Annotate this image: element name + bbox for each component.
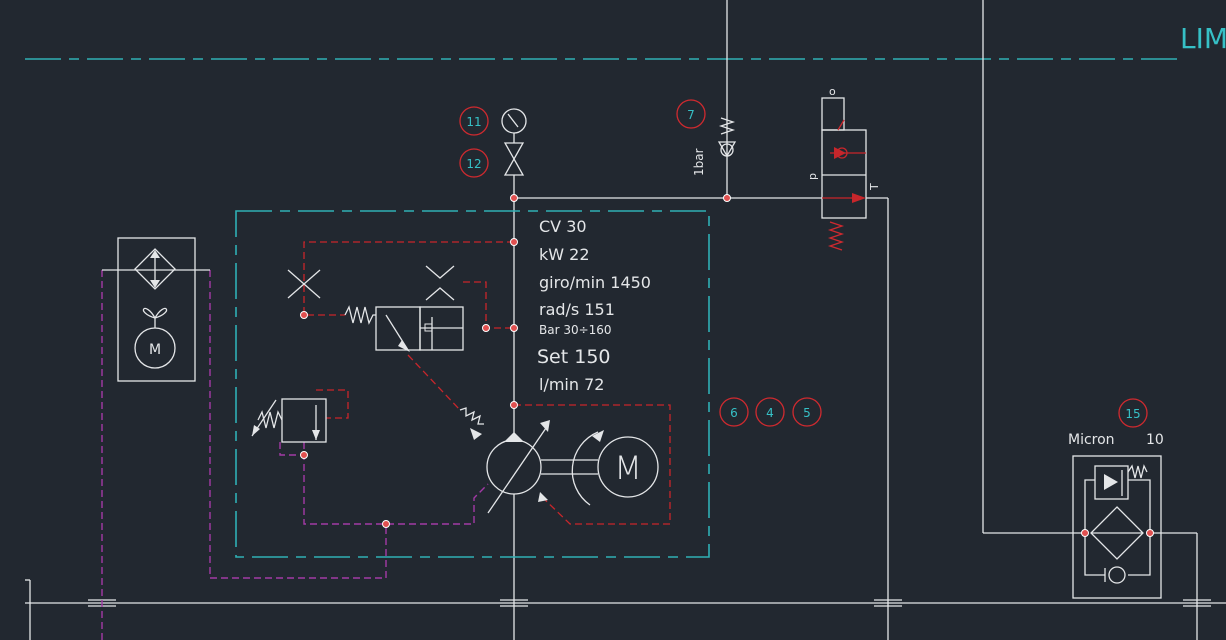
svg-text:o: o	[829, 85, 836, 98]
svg-text:T: T	[868, 183, 881, 191]
directional-valve: o p T	[806, 85, 881, 251]
pressure-gauge-icon	[501, 108, 527, 143]
callout-12[interactable]: 12	[459, 148, 489, 178]
title-fragment: LIMI	[1180, 22, 1226, 55]
spec-bar-range: Bar 30÷160	[539, 323, 612, 337]
power-unit-boundary	[235, 210, 710, 558]
filter-micron-value: 10	[1146, 432, 1164, 448]
svg-text:12: 12	[466, 157, 481, 171]
motor-label: M	[614, 449, 642, 487]
svg-text:4: 4	[766, 406, 774, 420]
svg-text:M: M	[149, 342, 161, 358]
svg-text:11: 11	[466, 115, 481, 129]
electric-motor-icon: M	[538, 430, 659, 506]
callout-11[interactable]: 11	[459, 106, 489, 136]
pilot-lines	[303, 241, 671, 525]
svg-text:p: p	[806, 173, 819, 180]
svg-text:15: 15	[1125, 407, 1140, 421]
main-pipes	[25, 0, 1226, 640]
spec-rads: rad/s 151	[539, 300, 615, 319]
drain-lines	[101, 270, 489, 640]
orifice-icon	[287, 265, 455, 301]
spec-kw: kW 22	[539, 245, 590, 264]
callout-15[interactable]: 15	[1118, 398, 1148, 428]
filter-label: Micron	[1068, 432, 1115, 448]
check-valve-icon	[717, 117, 737, 158]
spec-rpm: giro/min 1450	[539, 273, 651, 292]
callout-6[interactable]: 6	[719, 397, 749, 427]
check-valve-label: 1bar	[692, 148, 706, 176]
proportional-valve	[344, 305, 464, 352]
return-filter	[1072, 455, 1162, 599]
shutoff-valve-icon	[503, 142, 525, 176]
junction-nodes	[300, 194, 1154, 537]
spec-cv: CV 30	[539, 217, 587, 236]
svg-text:6: 6	[730, 406, 738, 420]
spec-block: CV 30 kW 22 giro/min 1450 rad/s 151 Bar …	[537, 217, 651, 394]
callout-4[interactable]: 4	[755, 397, 785, 427]
callout-7[interactable]: 7	[676, 99, 706, 129]
variable-pump-icon	[459, 407, 550, 514]
svg-text:5: 5	[803, 406, 811, 420]
spec-set: Set 150	[537, 346, 611, 368]
svg-text:7: 7	[687, 108, 695, 122]
callout-5[interactable]: 5	[792, 397, 822, 427]
relief-valve	[251, 398, 327, 443]
air-cooler: M	[102, 237, 210, 382]
spec-flow: l/min 72	[539, 375, 604, 394]
